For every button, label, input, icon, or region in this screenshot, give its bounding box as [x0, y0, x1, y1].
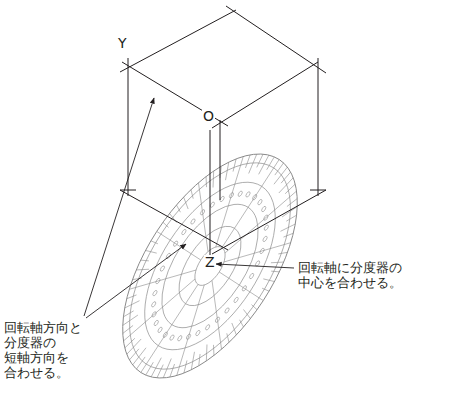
cube-wireframe: [120, 6, 326, 258]
callout-note: 回転軸に分度器の 中心を合わせる。: [298, 260, 410, 290]
callout-note: 回転軸方向と 分度器の 短軸方向を 合わせる。: [4, 320, 100, 380]
axis-label: Z: [204, 255, 216, 270]
protractor: [88, 125, 333, 394]
axis-label: O: [202, 109, 215, 124]
leader-lines: [84, 98, 294, 318]
axis-label: Y: [117, 36, 128, 51]
